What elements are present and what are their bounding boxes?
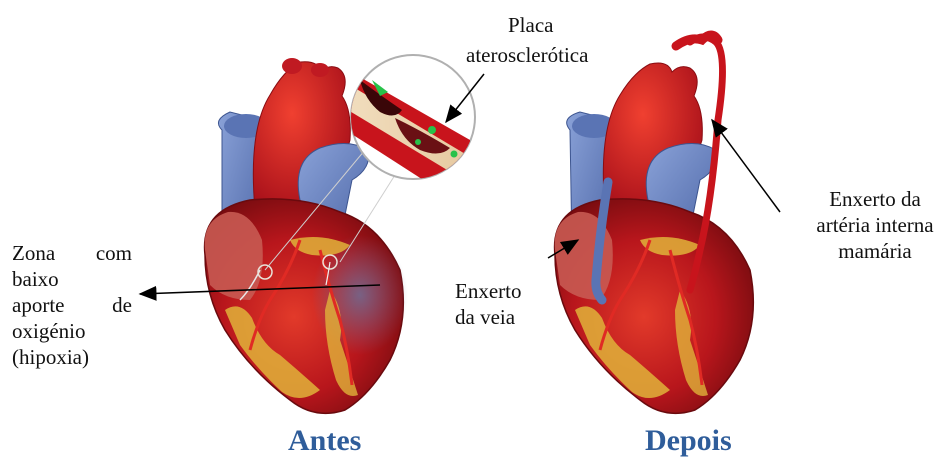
plaque-label-line: aterosclerótica [466, 42, 588, 68]
mammary-graft-label: Enxerto da artéria interna mamária [800, 186, 950, 264]
vein-graft-line: Enxerto [455, 278, 521, 304]
hypoxia-line: (hipoxia) [12, 344, 132, 370]
vein-graft-label: Enxerto da veia [455, 278, 521, 330]
heart-after-illustration [555, 35, 754, 413]
mammary-graft-line: Enxerto da [800, 186, 950, 212]
plaque-label: Placa [508, 12, 553, 38]
hypoxia-word: Zona [12, 240, 55, 266]
hypoxia-zone-label: Zona com baixo aporte de oxigénio (hipox… [12, 240, 132, 370]
caption-before: Antes [288, 424, 361, 458]
hypoxia-word: aporte [12, 292, 64, 318]
vein-graft-line: da veia [455, 304, 521, 330]
hypoxia-line: aporte de [12, 292, 132, 318]
hypoxia-word: de [112, 292, 132, 318]
hypoxia-line: baixo [12, 266, 132, 292]
mammary-graft-pointer-arrow [712, 120, 780, 212]
mammary-graft-line: artéria interna [800, 212, 950, 238]
hypoxia-line: oxigénio [12, 318, 132, 344]
artery-magnifier-lens [330, 55, 475, 210]
caption-after: Depois [645, 424, 732, 458]
plaque-label-line: Placa [508, 12, 553, 38]
mammary-graft-line: mamária [800, 238, 950, 264]
hypoxia-line: Zona com [12, 240, 132, 266]
hypoxia-word: com [96, 240, 132, 266]
